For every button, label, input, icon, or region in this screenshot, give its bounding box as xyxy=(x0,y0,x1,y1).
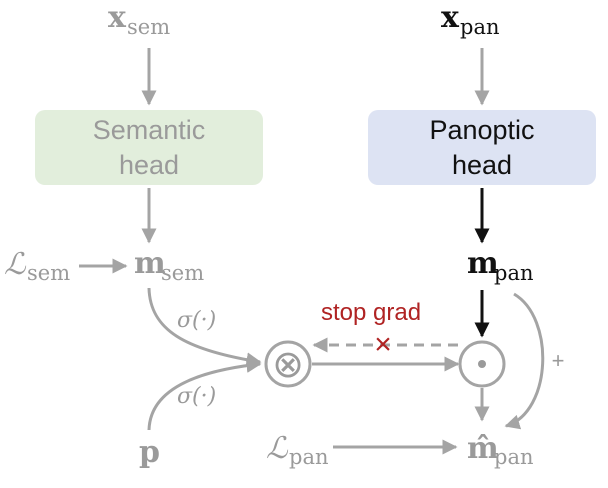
panoptic-head-box xyxy=(368,110,596,185)
p-label: p xyxy=(139,435,160,470)
svg-text:pan: pan xyxy=(494,261,534,285)
m-pan-label: m pan xyxy=(467,246,534,285)
panoptic-head-label-2: head xyxy=(452,150,512,180)
stop-grad-label: stop grad xyxy=(321,299,421,326)
m-hat-pan-label: m̂ pan xyxy=(467,431,534,469)
semantic-head-box xyxy=(35,110,263,185)
svg-text:sem: sem xyxy=(161,261,204,285)
svg-text:m̂: m̂ xyxy=(467,431,499,466)
stop-grad-cross: × xyxy=(374,328,392,361)
svg-text:pan: pan xyxy=(460,15,500,39)
hadamard-dot xyxy=(478,360,486,368)
arrow-residual-mpan-to-mhat xyxy=(504,292,545,430)
product-circle xyxy=(264,340,312,388)
svg-text:ℒ: ℒ xyxy=(4,247,27,282)
arrow-msem-sigmoid-to-product xyxy=(147,287,262,368)
sigmoid-label-bottom: σ(·) xyxy=(177,384,216,409)
semantic-head-label-2: head xyxy=(119,150,179,180)
svg-text:sem: sem xyxy=(127,15,170,39)
svg-text:pan: pan xyxy=(289,445,329,469)
svg-text:x: x xyxy=(441,0,460,35)
svg-text:x: x xyxy=(108,0,127,35)
sigmoid-label-top: σ(·) xyxy=(177,308,216,333)
loss-sem-label: ℒ sem xyxy=(4,247,70,285)
panoptic-head-label-1: Panoptic xyxy=(429,115,534,145)
loss-pan-label: ℒ pan xyxy=(266,431,329,469)
svg-text:ℒ: ℒ xyxy=(266,431,289,466)
svg-text:m: m xyxy=(467,246,499,281)
x-pan-label: x pan xyxy=(441,0,500,39)
semantic-head-label-1: Semantic xyxy=(93,115,206,145)
plus-sign: + xyxy=(552,348,565,373)
product-symbol: ⊗ xyxy=(272,344,304,386)
arrow-p-sigmoid-to-product xyxy=(147,357,262,431)
svg-text:pan: pan xyxy=(494,445,534,469)
svg-text:sem: sem xyxy=(27,261,70,285)
m-sem-label: m sem xyxy=(134,246,204,285)
svg-text:m: m xyxy=(134,246,166,281)
x-sem-label: x sem xyxy=(108,0,170,39)
